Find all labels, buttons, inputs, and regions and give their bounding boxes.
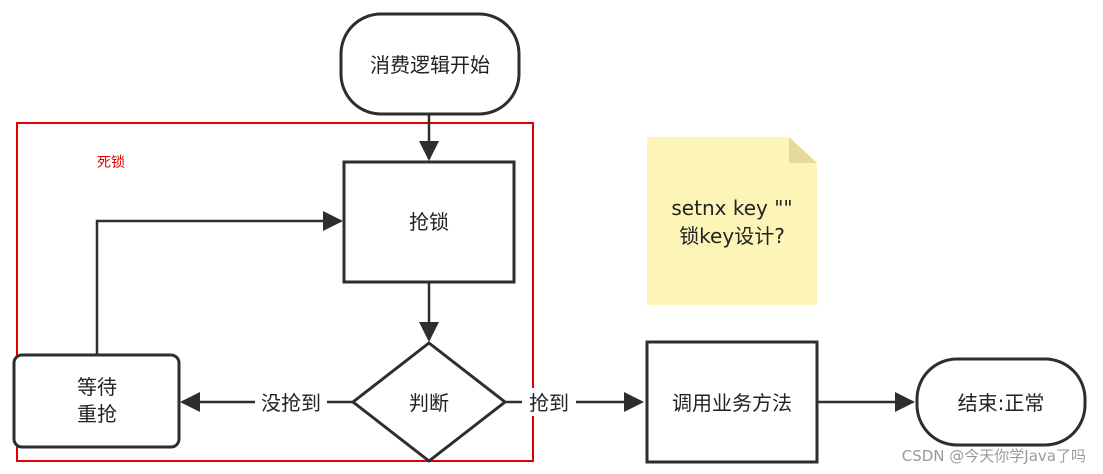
node-grab-lock[interactable] bbox=[342, 160, 516, 284]
node-grab-lock-label: 抢锁 bbox=[409, 210, 449, 234]
node-wait-retry-line1: 等待 bbox=[77, 375, 117, 399]
edge-label-bg bbox=[522, 388, 576, 416]
sticky-note[interactable] bbox=[647, 137, 817, 305]
sticky-note-line1: setnx key "" bbox=[671, 196, 792, 220]
node-wait-retry-line2: 重抢 bbox=[77, 402, 117, 426]
deadlock-region-frame bbox=[16, 122, 534, 462]
node-judge-decision[interactable] bbox=[350, 341, 508, 463]
edge-label-not-acquired: 没抢到 bbox=[261, 391, 321, 415]
node-judge-label: 判断 bbox=[409, 391, 449, 415]
edge-label-acquired: 抢到 bbox=[529, 391, 569, 415]
node-call-business[interactable] bbox=[645, 340, 819, 464]
sticky-note-fold bbox=[789, 137, 817, 163]
deadlock-region-label: 死锁 bbox=[97, 155, 125, 171]
node-wait-retry[interactable] bbox=[12, 353, 181, 449]
node-start-label: 消费逻辑开始 bbox=[370, 53, 490, 77]
node-end-label: 结束:正常 bbox=[958, 391, 1045, 415]
node-start[interactable] bbox=[339, 12, 521, 116]
node-end[interactable] bbox=[915, 357, 1087, 447]
edge-wait-to-grab bbox=[95, 211, 343, 354]
node-call-business-label: 调用业务方法 bbox=[672, 391, 792, 415]
sticky-note-line2: 锁key设计? bbox=[679, 224, 785, 248]
edge-label-bg bbox=[255, 388, 327, 416]
watermark: CSDN @今天你学Java了吗 bbox=[902, 447, 1086, 465]
